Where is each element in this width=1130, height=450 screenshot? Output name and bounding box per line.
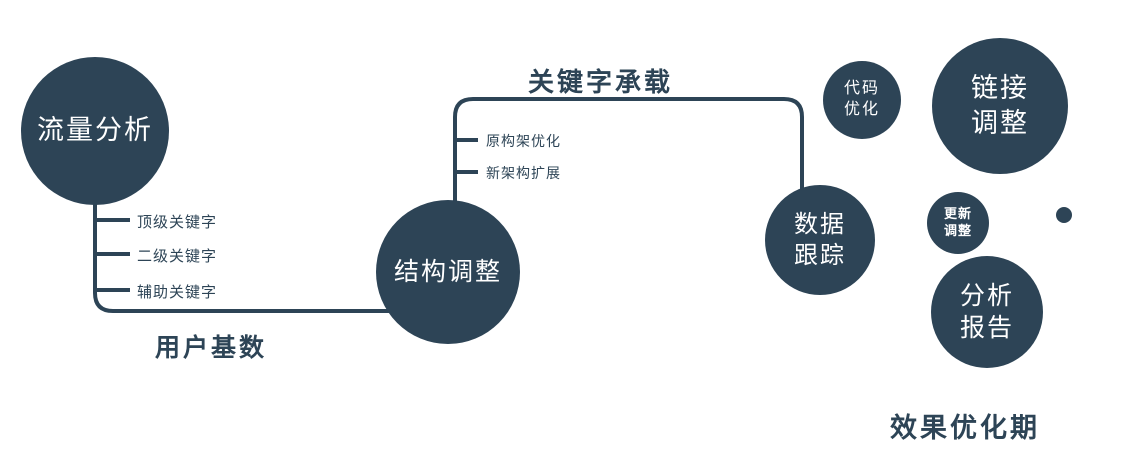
node-data-tracking: 数据 跟踪 [765,185,875,295]
branch-label-second-keywords: 二级关键字 [137,248,218,265]
node-structure-adjustment-label: 结构调整 [393,257,502,286]
node-data-tracking-line2: 跟踪 [794,242,846,269]
node-link-adjustment: 链接 调整 [932,38,1068,174]
node-analysis-report-line2: 报告 [959,314,1014,342]
node-traffic-analysis: 流量分析 [21,57,169,205]
node-update-adjustment-line2: 调整 [943,223,972,238]
bullet-dot [1056,207,1072,223]
node-structure-adjustment: 结构调整 [376,200,520,344]
connector-traffic-to-structure [93,175,396,313]
node-code-optimization: 代码 优化 [823,61,901,139]
branch-label-top-keywords: 顶级关键字 [137,214,218,231]
branch-label-original-framework: 原构架优化 [486,133,561,149]
branch-label-new-framework: 新架构扩展 [486,165,561,181]
caption-effect-optimization: 效果优化期 [890,413,1040,443]
node-update-adjustment-line1: 更新 [943,206,972,222]
branch-label-aux-keywords: 辅助关键字 [137,284,218,301]
node-code-optimization-line1: 代码 [843,80,880,98]
edge-label-keyword-carry: 关键字承载 [528,67,674,97]
node-link-adjustment-line1: 链接 [971,72,1029,103]
connector-structure-to-tracking [453,97,804,215]
node-data-tracking-line1: 数据 [794,210,846,238]
node-link-adjustment-line2: 调整 [971,108,1029,138]
node-analysis-report: 分析 报告 [931,256,1043,368]
edge-label-user-base: 用户基数 [155,334,268,362]
node-traffic-analysis-label: 流量分析 [37,115,153,146]
node-update-adjustment: 更新 调整 [927,192,989,254]
node-code-optimization-line2: 优化 [843,101,880,118]
node-analysis-report-line1: 分析 [959,281,1014,310]
